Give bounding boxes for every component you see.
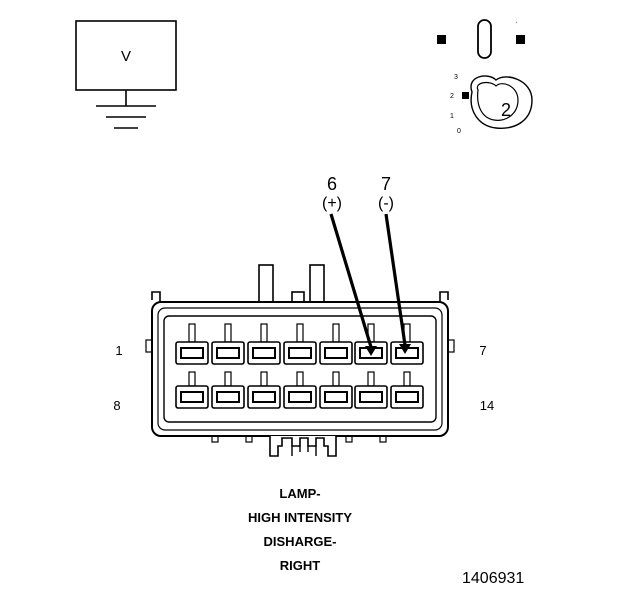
probe-slot-icon [477,19,492,59]
voltmeter-label: V [121,48,131,65]
jack-left-icon [437,35,446,44]
figure-id: 1406931 [462,570,525,587]
probe-polarity-label: (-) [378,195,394,212]
selector-position-label: 3 [454,74,458,81]
selector-position-label: 2 [450,93,454,100]
component-caption-line: LAMP- [279,486,321,501]
latch-tab [309,264,325,308]
connector-pin [283,323,317,365]
pin-label-8: 8 [113,398,120,413]
meter-selector-icon: 2 3 2 1 0 [437,19,533,135]
selector-marker-icon [462,92,469,99]
connector-pin [175,371,209,409]
connector-pin [283,371,317,409]
latch-tab [258,264,274,308]
connector-pin [319,323,353,365]
jack-right-icon [516,35,525,44]
selector-selected-value: 2 [501,100,511,120]
probe-polarity-label: (+) [322,195,342,212]
connector-pin [319,371,353,409]
selector-position-label: 0 [457,128,461,135]
connector-pin [354,371,388,409]
probe-pin-label: 7 [381,174,391,194]
probe-pin-label: 6 [327,174,337,194]
ground-icon [96,90,156,129]
probe-lead-positive [329,213,377,356]
connector-pin [211,323,245,365]
connector-pin [247,323,281,365]
connector-pin [211,371,245,409]
connector-pins [175,323,424,409]
connector-pin [175,323,209,365]
pin-label-7: 7 [479,343,486,358]
connector-pin [247,371,281,409]
pin-label-1: 1 [115,343,122,358]
connector-pin [390,371,424,409]
component-caption-line: RIGHT [279,558,321,573]
voltmeter-symbol: V [75,20,177,129]
selector-position-label: 1 [450,113,454,120]
component-caption-line: HIGH INTENSITY [247,510,352,525]
pin-label-14: 14 [480,398,494,413]
component-caption-line: DISHARGE- [263,534,337,549]
probe-lead-negative [384,213,411,354]
